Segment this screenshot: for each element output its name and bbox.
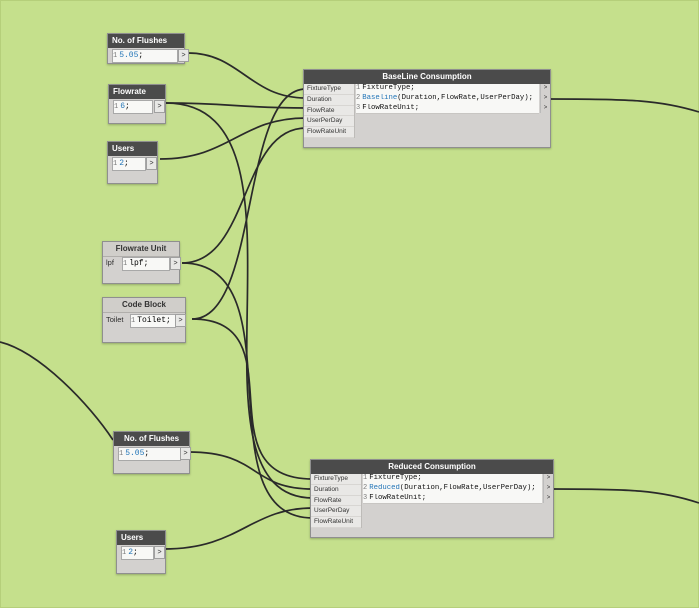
input-port-flowrate[interactable]: FlowRate xyxy=(304,106,354,117)
input-ports: FixtureType Duration FlowRate UserPerDay… xyxy=(304,84,355,138)
function-name: Baseline xyxy=(362,93,398,102)
input-port-fixturetype[interactable]: FixtureType xyxy=(304,84,354,95)
input-port-flowrateunit[interactable]: FlowRateUnit xyxy=(304,127,354,138)
number-value: 5.05 xyxy=(119,51,139,60)
code-text: FlowRateUnit; xyxy=(362,103,420,112)
line-number: 1 xyxy=(122,549,127,557)
line-number: 2 xyxy=(356,93,361,102)
output-port[interactable]: > xyxy=(540,93,550,104)
node-title: BaseLine Consumption xyxy=(304,70,550,84)
function-name: Reduced xyxy=(369,483,400,492)
input-port-duration[interactable]: Duration xyxy=(304,95,354,106)
node-title: Flowrate xyxy=(109,85,165,99)
input-port-duration[interactable]: Duration xyxy=(311,485,361,496)
line-number: 1 xyxy=(131,317,136,325)
line-number: 3 xyxy=(356,103,361,112)
number-value: 2 xyxy=(128,548,134,557)
code-text: Toilet; xyxy=(137,316,171,325)
output-port[interactable]: > xyxy=(543,493,553,504)
input-port-flowrateunit[interactable]: FlowRateUnit xyxy=(311,517,361,528)
code-text: FlowRateUnit; xyxy=(369,493,427,502)
output-port[interactable]: > xyxy=(154,546,165,559)
input-port-flowrate[interactable]: FlowRate xyxy=(311,496,361,507)
statement-end: ; xyxy=(138,51,144,60)
node-title: Flowrate Unit xyxy=(103,242,179,257)
line-number: 2 xyxy=(363,483,368,492)
output-label: Toilet xyxy=(106,315,124,324)
code-text: lpf; xyxy=(129,259,149,268)
statement-end: ; xyxy=(124,159,129,168)
line-number: 3 xyxy=(363,493,368,502)
line-number: 1 xyxy=(119,450,124,458)
node-title: No. of Flushes xyxy=(108,34,184,48)
code-text: FixtureType; xyxy=(362,84,415,92)
output-port[interactable]: > xyxy=(175,314,186,327)
output-ports: > > > xyxy=(540,84,550,114)
node-title: Code Block xyxy=(103,298,185,313)
node-title: Users xyxy=(117,531,165,545)
output-port[interactable]: > xyxy=(180,447,191,460)
number-value: 5.05 xyxy=(125,449,145,458)
output-port[interactable]: > xyxy=(540,84,550,94)
node-title: No. of Flushes xyxy=(114,432,189,446)
code-block-baseline-consumption[interactable]: BaseLine Consumption FixtureType Duratio… xyxy=(303,69,551,148)
line-number: 1 xyxy=(356,84,361,92)
output-port[interactable]: > xyxy=(543,474,553,484)
output-ports: > > > xyxy=(543,474,553,504)
statement-end: ; xyxy=(133,548,138,557)
number-value: 2 xyxy=(119,159,125,168)
code-text: (Duration,FlowRate,UserPerDay); xyxy=(397,93,533,102)
line-number: 1 xyxy=(123,260,128,268)
output-port[interactable]: > xyxy=(154,100,165,113)
statement-end: ; xyxy=(125,102,130,111)
line-number: 1 xyxy=(113,52,118,60)
output-port[interactable]: > xyxy=(146,157,157,170)
output-port[interactable]: > xyxy=(170,257,181,270)
node-title: Users xyxy=(108,142,157,156)
input-port-userperday[interactable]: UserPerDay xyxy=(311,506,361,518)
node-title: Reduced Consumption xyxy=(311,460,553,474)
number-value: 6 xyxy=(120,102,126,111)
output-label: lpf xyxy=(106,258,114,267)
code-text: FixtureType; xyxy=(369,474,422,482)
output-port[interactable]: > xyxy=(543,483,553,494)
input-port-userperday[interactable]: UserPerDay xyxy=(304,116,354,128)
input-ports: FixtureType Duration FlowRate UserPerDay… xyxy=(311,474,362,528)
statement-end: ; xyxy=(144,449,150,458)
output-port[interactable]: > xyxy=(540,103,550,114)
output-port[interactable]: > xyxy=(178,49,189,62)
code-text: (Duration,FlowRate,UserPerDay); xyxy=(399,483,536,492)
input-port-fixturetype[interactable]: FixtureType xyxy=(311,474,361,485)
line-number: 1 xyxy=(363,474,368,482)
line-number: 1 xyxy=(114,103,119,111)
code-block-reduced-consumption[interactable]: Reduced Consumption FixtureType Duration… xyxy=(310,459,554,538)
line-number: 1 xyxy=(113,160,118,168)
